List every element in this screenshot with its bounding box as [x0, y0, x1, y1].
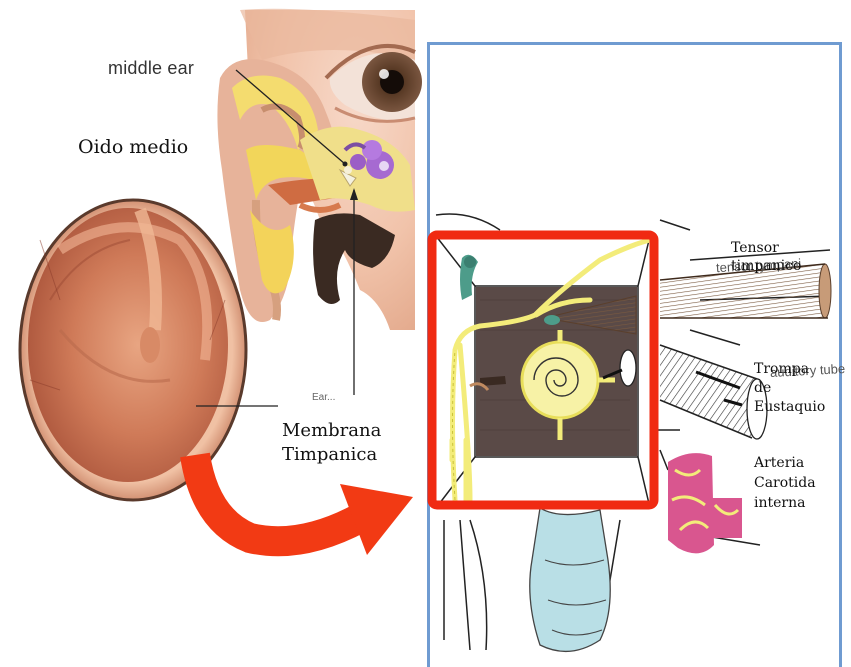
arteria-carotida-label: Arteria Carotida interna [754, 453, 816, 513]
trompa-de-eustaquio-label: Trompa de Eustaquio [754, 360, 825, 417]
tensor-line-1: Tensor [731, 239, 801, 257]
lower-left-vessel [470, 520, 487, 650]
arteria-line-3: interna [754, 493, 816, 513]
eustachian-tube [660, 345, 767, 439]
arteria-line-2: Carotida [754, 473, 816, 493]
tensor-line-2: timpanico [731, 257, 801, 275]
trompa-line-1: Trompa [754, 360, 825, 379]
tensor-timpanico-label: Tensor timpanico [731, 239, 801, 275]
trompa-line-3: Eustaquio [754, 398, 825, 417]
trompa-line-2: de [754, 379, 825, 398]
round-window [620, 350, 636, 386]
arteria-line-1: Arteria [754, 453, 816, 473]
internal-carotid-artery [668, 453, 742, 553]
pharynx-structure [530, 508, 610, 651]
